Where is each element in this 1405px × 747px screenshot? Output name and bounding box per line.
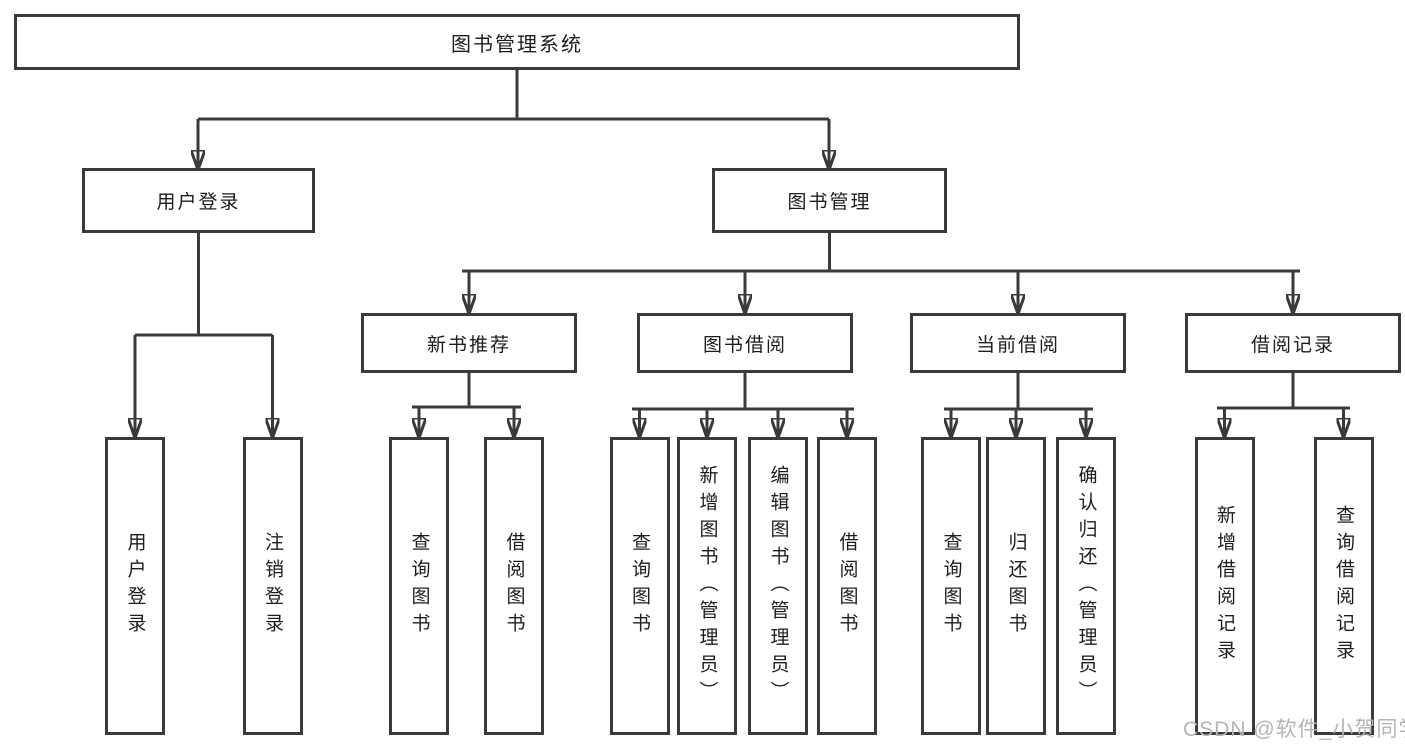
node-leaf-add-borrow-record: 新增借阅记录 xyxy=(1194,437,1255,735)
node-label: 借阅图书 xyxy=(503,532,525,640)
node-label: 借阅图书 xyxy=(836,532,858,640)
node-leaf-confirm-return-admin: 确认归还（管理员） xyxy=(1056,437,1116,735)
node-new-book-recommend: 新书推荐 xyxy=(361,313,577,373)
node-leaf-query-books-borrow: 查询图书 xyxy=(609,437,670,735)
node-borrow-records: 借阅记录 xyxy=(1185,313,1401,373)
connector-root-to-level2 xyxy=(198,70,829,169)
node-label: 查询借阅记录 xyxy=(1333,505,1354,667)
node-label: 查询图书 xyxy=(408,532,430,640)
node-label: 用户登录 xyxy=(124,532,146,640)
node-book-management: 图书管理 xyxy=(712,168,947,233)
node-label: 用户登录 xyxy=(156,192,241,213)
node-leaf-query-books-recommend: 查询图书 xyxy=(389,437,449,735)
node-label: 编辑图书（管理员） xyxy=(767,464,789,708)
node-label: 新书推荐 xyxy=(426,334,511,356)
node-label: 借阅记录 xyxy=(1250,334,1335,356)
node-leaf-add-books-admin: 新增图书（管理员） xyxy=(677,437,737,735)
node-leaf-user-login: 用户登录 xyxy=(105,437,165,735)
node-label: 图书管理系统 xyxy=(451,33,583,56)
node-leaf-query-books-current: 查询图书 xyxy=(921,437,981,735)
node-label: 确认归还（管理员） xyxy=(1075,464,1097,708)
node-leaf-borrow-books: 借阅图书 xyxy=(817,437,877,735)
node-book-borrow: 图书借阅 xyxy=(637,313,853,373)
node-leaf-edit-books-admin: 编辑图书（管理员） xyxy=(748,437,808,735)
node-leaf-logout: 注销登录 xyxy=(242,437,303,735)
node-label: 注销登录 xyxy=(262,532,283,640)
connector-borrow-records-children xyxy=(1217,373,1350,437)
node-label: 归还图书 xyxy=(1005,532,1027,640)
node-label: 查询图书 xyxy=(629,532,650,640)
node-label: 新增借阅记录 xyxy=(1214,505,1235,667)
node-leaf-query-borrow-record: 查询借阅记录 xyxy=(1313,437,1374,735)
node-label: 图书借阅 xyxy=(702,334,787,356)
node-label: 当前借阅 xyxy=(975,334,1060,356)
csdn-watermark: CSDN @软件_小贺同学 xyxy=(1183,718,1405,741)
node-label: 图书管理 xyxy=(787,192,872,213)
node-label: 新增图书（管理员） xyxy=(696,464,718,708)
node-library-management-system: 图书管理系统 xyxy=(14,14,1020,70)
node-label: 查询图书 xyxy=(940,532,962,640)
connector-book-management-children xyxy=(462,233,1300,313)
connector-new-book-recommend-children xyxy=(412,373,521,437)
node-leaf-return-books: 归还图书 xyxy=(986,437,1046,735)
node-user-login: 用户登录 xyxy=(82,168,315,233)
connector-current-borrow-children xyxy=(944,373,1093,437)
connector-book-borrow-children xyxy=(632,373,854,437)
connector-user-login-children xyxy=(135,233,273,437)
node-leaf-borrow-books-recommend: 借阅图书 xyxy=(484,437,544,735)
node-current-borrow: 当前借阅 xyxy=(910,313,1126,373)
